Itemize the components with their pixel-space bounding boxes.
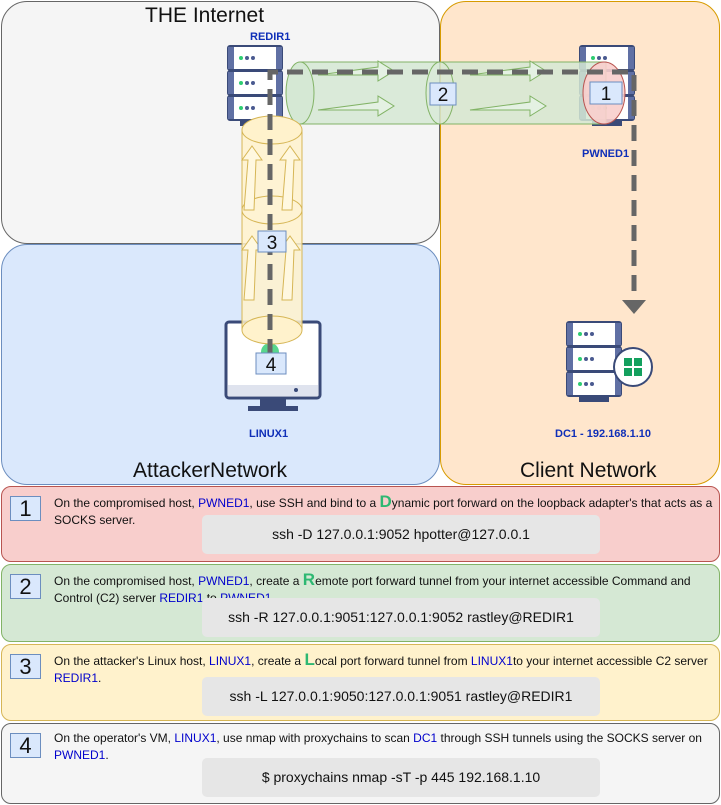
svg-text:1: 1	[601, 84, 612, 105]
step-number-2: 2	[10, 574, 41, 599]
redir1-server-icon	[227, 45, 283, 126]
tunnel-marker-3: 3	[257, 230, 287, 254]
step-card-2: 2 On the compromised host, PWNED1, creat…	[1, 564, 720, 642]
zone-attacker-title: AttackerNetwork	[133, 459, 288, 482]
step-number-3: 3	[10, 654, 41, 679]
zone-internet-title: THE Internet	[145, 4, 265, 27]
step-card-4: 4 On the operator's VM, LINUX1, use nmap…	[1, 723, 720, 804]
step-number-4: 4	[10, 733, 41, 758]
step-command-2[interactable]: ssh -R 127.0.0.1:9051:127.0.0.1:9052 ras…	[202, 598, 600, 637]
svg-text:2: 2	[438, 85, 449, 106]
step-description-1: On the compromised host, PWNED1, use SSH…	[54, 492, 713, 527]
traffic-path-dashed	[267, 69, 637, 355]
step-card-3: 3 On the attacker's Linux host, LINUX1, …	[1, 644, 720, 721]
tunnel-marker-4: 4	[255, 352, 287, 376]
step-description-4: On the operator's VM, LINUX1, use nmap w…	[54, 731, 702, 762]
tunnel-marker-1: 1	[589, 81, 623, 105]
redir1-host-label: REDIR1	[250, 31, 291, 43]
linux1-host-label: LINUX1	[249, 428, 289, 440]
step-number-1: 1	[10, 496, 41, 521]
step-command-4[interactable]: $ proxychains nmap -sT -p 445 192.168.1.…	[202, 758, 600, 797]
step-command-3[interactable]: ssh -L 127.0.0.1:9050:127.0.0.1:9051 ras…	[202, 677, 600, 716]
step-description-3: On the attacker's Linux host, LINUX1, cr…	[54, 650, 708, 685]
pwned1-host-label: PWNED1	[582, 148, 630, 160]
dc1-server-icon	[566, 321, 622, 402]
step-card-1: 1 On the compromised host, PWNED1, use S…	[1, 486, 720, 562]
dc1-host-label: DC1 - 192.168.1.10	[555, 428, 652, 440]
windows-logo-icon	[613, 347, 653, 387]
step-command-1[interactable]: ssh -D 127.0.0.1:9052 hpotter@127.0.0.1	[202, 515, 600, 554]
svg-text:3: 3	[267, 233, 278, 254]
network-diagram: 2 1 3 4	[224, 45, 653, 411]
step-description-2: On the compromised host, PWNED1, create …	[54, 570, 691, 605]
svg-text:4: 4	[266, 355, 277, 376]
zone-client-title: Client Network	[520, 459, 657, 482]
tunnel-marker-2: 2	[429, 82, 457, 106]
zone-attacker-network	[1, 244, 440, 485]
traffic-arrowhead-icon	[622, 300, 646, 314]
